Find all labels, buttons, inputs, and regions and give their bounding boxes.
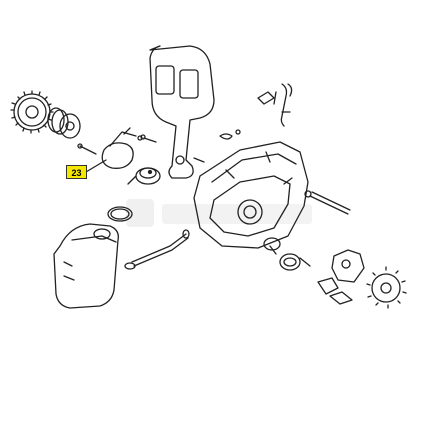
drive-gear: [366, 266, 407, 309]
watermark-logo: [126, 199, 312, 227]
callout-leader: [85, 159, 107, 173]
pin-parts: [140, 129, 241, 163]
oil-pump: [317, 249, 365, 295]
sprocket-gear: [10, 90, 81, 139]
oil-hose: [124, 229, 190, 270]
callout-23[interactable]: 23: [66, 165, 87, 179]
small-bracket: [329, 291, 353, 305]
screw-left: [77, 143, 97, 155]
rear-handle: [149, 45, 215, 179]
top-right-parts: [257, 83, 293, 127]
long-bolt: [304, 190, 351, 215]
oil-tank: [53, 223, 119, 309]
crankcase: [193, 141, 309, 255]
clamp-band: [101, 127, 143, 169]
filler-cap: [127, 167, 161, 185]
clutch-drum: [263, 237, 311, 271]
o-ring: [107, 206, 133, 222]
